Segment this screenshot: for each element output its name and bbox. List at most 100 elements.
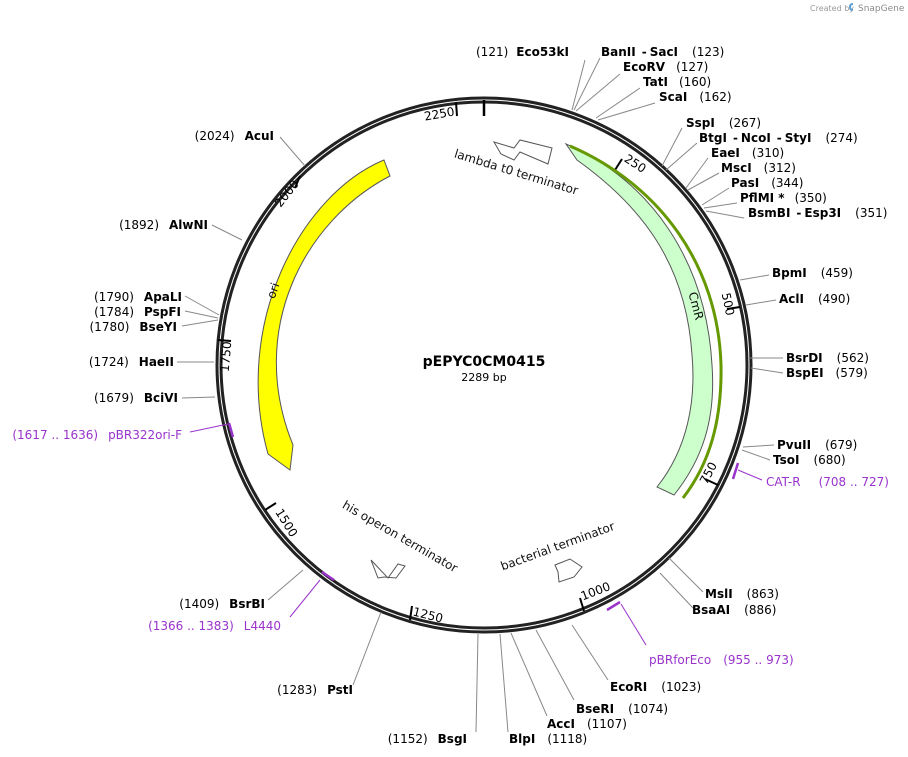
site-haeii[interactable]: (1724)HaeII bbox=[89, 355, 174, 369]
leader-psti bbox=[352, 611, 382, 686]
site-msci[interactable]: MscI(312) bbox=[721, 161, 796, 175]
site-bsrdi[interactable]: BsrDI(562) bbox=[786, 351, 869, 365]
credit-prefix: Created by bbox=[810, 4, 854, 13]
tick-mark bbox=[455, 101, 458, 117]
leader-alwni bbox=[211, 224, 243, 241]
leader-acci bbox=[510, 632, 548, 717]
site-ecorv[interactable]: EcoRV(127) bbox=[623, 60, 708, 74]
site-bsgi[interactable]: (1152)BsgI bbox=[388, 732, 467, 746]
leader-bsrbi bbox=[267, 569, 304, 601]
site-acli[interactable]: AclI(490) bbox=[779, 292, 850, 306]
leader-banii bbox=[573, 57, 601, 111]
site-scai[interactable]: ScaI(162) bbox=[659, 90, 732, 104]
tick-mark bbox=[294, 175, 301, 189]
site-alwni[interactable]: (1892)AlwNI bbox=[119, 218, 208, 232]
leader-tati bbox=[595, 87, 641, 119]
plasmid-length: 2289 bp bbox=[461, 371, 506, 384]
leader-pspfi bbox=[184, 310, 219, 319]
leader-tsoi bbox=[741, 449, 771, 461]
primer-pbrforeco-leader bbox=[620, 603, 647, 646]
site-labels: (121)Eco53kI BanII-SacI(123) EcoRV(127) … bbox=[89, 45, 888, 746]
leader-pvuii bbox=[742, 444, 775, 448]
tick-2250: 2250 bbox=[423, 105, 456, 124]
site-bsrbi[interactable]: (1409)BsrBI bbox=[179, 597, 265, 611]
site-bcivi[interactable]: (1679)BciVI bbox=[94, 391, 178, 405]
leader-ecori bbox=[571, 624, 609, 681]
site-bpmi[interactable]: BpmI(459) bbox=[772, 266, 853, 280]
leader-bseri bbox=[535, 629, 575, 701]
site-bsaai[interactable]: BsaAI(886) bbox=[692, 603, 776, 617]
primer-pbr322ori-f-leader bbox=[189, 423, 229, 433]
primer-pbrforeco-mark bbox=[606, 600, 621, 612]
leader-apali bbox=[184, 295, 220, 316]
site-pflmi[interactable]: PflMI *(350) bbox=[740, 191, 827, 205]
primer-l4440-leader bbox=[289, 579, 321, 618]
leader-bsgi bbox=[475, 633, 479, 733]
site-blpi[interactable]: BlpI(1118) bbox=[509, 732, 587, 746]
site-apali[interactable]: (1790)ApaLI bbox=[94, 290, 182, 304]
feature-lambda-terminator[interactable]: lambda t0 terminator bbox=[453, 139, 580, 198]
site-acci[interactable]: AccI(1107) bbox=[547, 717, 627, 731]
leader-pasi bbox=[701, 187, 730, 206]
leader-acli bbox=[745, 299, 777, 306]
site-msli[interactable]: MslI(863) bbox=[705, 587, 779, 601]
primer-cat-r[interactable]: CAT-R(708 .. 727) bbox=[766, 475, 889, 489]
leader-bsmbi bbox=[705, 210, 745, 219]
plasmid-name: pEPYC0CM0415 bbox=[423, 354, 546, 370]
feature-bacterial-terminator[interactable]: bacterial terminator bbox=[499, 519, 617, 583]
site-ecori[interactable]: EcoRI(1023) bbox=[610, 680, 701, 694]
leader-blpi bbox=[499, 633, 509, 733]
leader-eaei bbox=[685, 157, 709, 189]
site-acui[interactable]: (2024)AcuI bbox=[195, 129, 274, 143]
leader-bspei bbox=[750, 367, 784, 374]
leader-msci bbox=[687, 172, 720, 191]
primer-pbr322ori-f[interactable]: (1617 .. 1636)pBR322ori-F bbox=[12, 428, 182, 442]
feature-his-terminator[interactable]: his operon terminator bbox=[340, 498, 460, 579]
site-sspi[interactable]: SspI(267) bbox=[686, 116, 761, 130]
tick-500: 500 bbox=[719, 292, 737, 317]
site-pvuii[interactable]: PvuII(679) bbox=[777, 438, 857, 452]
cmr-arrow[interactable] bbox=[564, 142, 714, 496]
site-btgi-ncoi-styi[interactable]: BtgI-NcoI-StyI(274) bbox=[699, 131, 858, 145]
site-leaders bbox=[177, 57, 784, 733]
feature-ori[interactable]: ori bbox=[257, 159, 391, 471]
site-eco53ki[interactable]: (121)Eco53kI bbox=[476, 45, 569, 59]
tick-1000: 1000 bbox=[579, 579, 613, 603]
his-arrow[interactable] bbox=[370, 559, 406, 579]
primers bbox=[189, 422, 763, 646]
cmr-primer-line bbox=[569, 144, 723, 499]
ori-arrow[interactable] bbox=[257, 159, 391, 471]
site-psti[interactable]: (1283)PstI bbox=[277, 683, 353, 697]
site-tati[interactable]: TatI(160) bbox=[643, 75, 711, 89]
his-label: his operon terminator bbox=[340, 498, 460, 575]
primer-cat-r-mark bbox=[731, 462, 740, 480]
primer-pbrforeco[interactable]: pBRforEco(955 .. 973) bbox=[649, 653, 794, 667]
primer-cat-r-leader bbox=[737, 469, 763, 481]
site-bseri[interactable]: BseRI(1074) bbox=[576, 702, 668, 716]
leader-ecorv bbox=[575, 73, 621, 112]
leader-eco53ki bbox=[571, 59, 586, 111]
feature-cmr[interactable]: CmR bbox=[564, 142, 723, 499]
credit: Created by SnapGene bbox=[810, 3, 905, 14]
leader-bcivi bbox=[181, 396, 216, 399]
credit-brand: SnapGene bbox=[858, 4, 905, 14]
leader-msli bbox=[668, 557, 704, 593]
leader-pflmi bbox=[703, 202, 738, 209]
site-pasi[interactable]: PasI(344) bbox=[731, 176, 803, 190]
lambda-arrow[interactable] bbox=[492, 139, 553, 165]
tick-mark bbox=[579, 597, 585, 612]
tick-1750: 1750 bbox=[218, 341, 235, 373]
site-eaei[interactable]: EaeI(310) bbox=[711, 146, 784, 160]
site-pspfi[interactable]: (1784)PspFI bbox=[94, 305, 181, 319]
tick-mark bbox=[704, 478, 719, 486]
site-bspei[interactable]: BspEI(579) bbox=[786, 366, 868, 380]
site-banii-saci[interactable]: BanII-SacI(123) bbox=[601, 45, 724, 59]
bact-arrow[interactable] bbox=[554, 558, 583, 583]
snapgene-logo-icon bbox=[849, 3, 853, 11]
primer-l4440[interactable]: (1366 .. 1383)L4440 bbox=[148, 619, 281, 633]
site-tsoi[interactable]: TsoI(680) bbox=[773, 453, 846, 467]
site-bseyi[interactable]: (1780)BseYI bbox=[90, 320, 178, 334]
site-bsmbi-esp3i[interactable]: BsmBI-Esp3I(351) bbox=[748, 206, 887, 220]
primer-labels: CAT-R(708 .. 727) pBRforEco(955 .. 973) … bbox=[12, 428, 889, 667]
